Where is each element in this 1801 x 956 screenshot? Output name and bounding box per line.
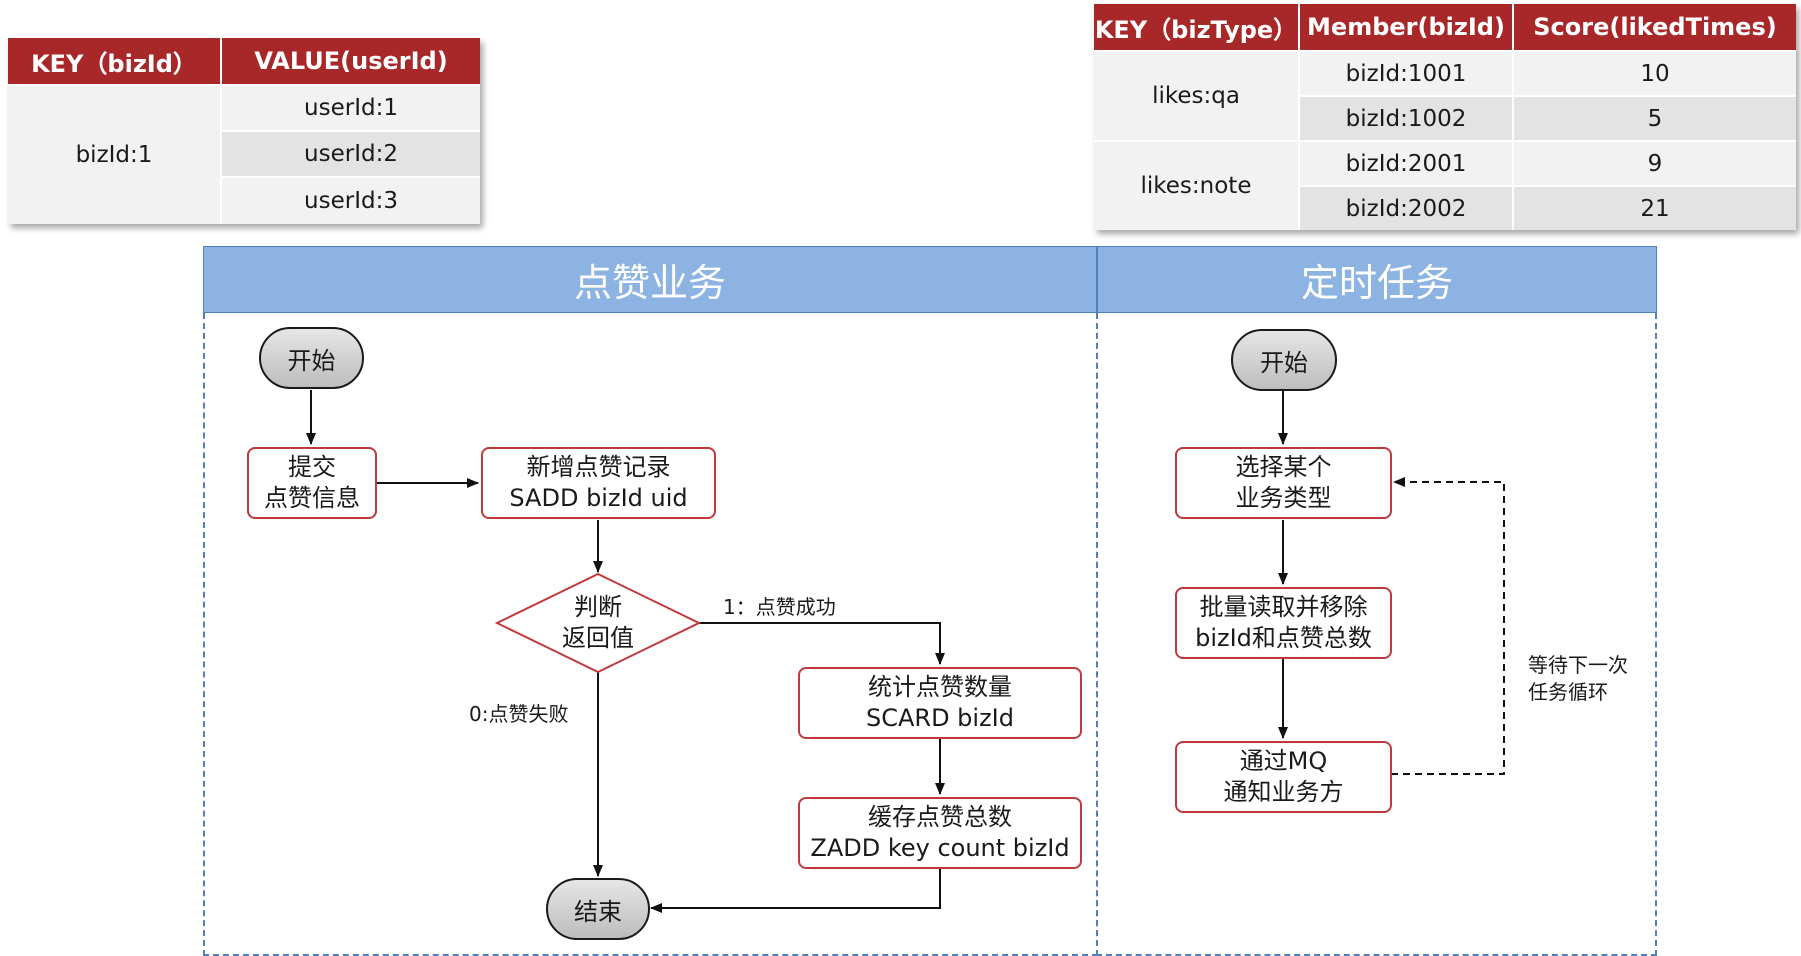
zset-key-cell: likes:qa xyxy=(1094,52,1298,140)
select-biz-type-line2: 业务类型 xyxy=(1235,484,1332,512)
select-biz-type-node: 选择某个 业务类型 xyxy=(1175,447,1392,519)
loop-edge-label: 等待下一次 任务循环 xyxy=(1528,652,1628,706)
submit-like-line1: 提交 xyxy=(288,453,336,481)
zset-table: KEY（bizType） Member(bizId) Score(likedTi… xyxy=(1094,4,1796,230)
zset-member-cell: bizId:1001 xyxy=(1300,52,1512,95)
set-table: KEY（bizId） VALUE(userId) bizId:1 userId:… xyxy=(8,38,480,224)
edge-decision-to-count xyxy=(699,622,945,665)
zset-key-cell: likes:note xyxy=(1094,142,1298,230)
decision-line2: 返回值 xyxy=(562,624,634,652)
lane-header-like-business: 点赞业务 xyxy=(203,246,1097,313)
decision-line1: 判断 xyxy=(574,593,622,621)
submit-like-node: 提交 点赞信息 xyxy=(247,447,377,519)
set-value-cell: userId:2 xyxy=(222,132,480,176)
zset-score-cell: 9 xyxy=(1514,142,1796,185)
zset-score-cell: 5 xyxy=(1514,97,1796,140)
set-value-cell: userId:3 xyxy=(222,178,480,224)
edge-cache-to-end xyxy=(650,868,941,913)
batch-read-node: 批量读取并移除 bizId和点赞总数 xyxy=(1175,587,1392,659)
cache-total-line2: ZADD key count bizId xyxy=(810,834,1070,862)
cache-total-line1: 缓存点赞总数 xyxy=(868,803,1012,831)
lane-body-scheduled-task xyxy=(1096,313,1657,956)
zset-header-member: Member(bizId) xyxy=(1300,4,1512,50)
set-header-key: KEY（bizId） xyxy=(8,38,220,84)
zset-member-cell: bizId:2002 xyxy=(1300,187,1512,230)
success-edge-label: 1：点赞成功 xyxy=(723,595,836,619)
like-end-node: 结束 xyxy=(546,878,650,940)
set-key-cell: bizId:1 xyxy=(8,86,220,224)
cache-total-node: 缓存点赞总数 ZADD key count bizId xyxy=(798,797,1082,869)
add-like-record-line2: SADD bizId uid xyxy=(509,484,688,512)
zset-score-cell: 21 xyxy=(1514,187,1796,230)
select-biz-type-line1: 选择某个 xyxy=(1235,453,1332,481)
zset-header-key: KEY（bizType） xyxy=(1094,4,1298,50)
add-like-record-line1: 新增点赞记录 xyxy=(526,453,671,481)
loop-label-line1: 等待下一次 xyxy=(1528,653,1628,677)
decision-diamond xyxy=(494,572,702,674)
count-likes-line2: SCARD bizId xyxy=(865,704,1014,732)
zset-score-cell: 10 xyxy=(1514,52,1796,95)
count-likes-line1: 统计点赞数量 xyxy=(868,673,1012,701)
edge-loop-back xyxy=(1391,477,1505,775)
mq-notify-line2: 通知业务方 xyxy=(1223,778,1344,806)
add-like-record-node: 新增点赞记录 SADD bizId uid xyxy=(481,447,716,519)
zset-member-cell: bizId:1002 xyxy=(1300,97,1512,140)
fail-edge-label: 0:点赞失败 xyxy=(469,702,569,726)
mq-notify-node: 通过MQ 通知业务方 xyxy=(1175,741,1392,813)
like-start-node: 开始 xyxy=(259,327,364,389)
decision-node-text: 判断 返回值 xyxy=(520,590,676,656)
set-header-value: VALUE(userId) xyxy=(222,38,480,84)
batch-read-line2: bizId和点赞总数 xyxy=(1195,624,1372,652)
zset-header-score: Score(likedTimes) xyxy=(1514,4,1796,50)
batch-read-line1: 批量读取并移除 xyxy=(1199,593,1368,621)
lane-header-scheduled-task: 定时任务 xyxy=(1097,246,1657,313)
count-likes-node: 统计点赞数量 SCARD bizId xyxy=(798,667,1082,739)
mq-notify-line1: 通过MQ xyxy=(1239,747,1328,775)
submit-like-line2: 点赞信息 xyxy=(264,484,360,512)
loop-label-line2: 任务循环 xyxy=(1528,680,1608,704)
task-start-node: 开始 xyxy=(1231,329,1337,391)
set-value-cell: userId:1 xyxy=(222,86,480,130)
zset-member-cell: bizId:2001 xyxy=(1300,142,1512,185)
